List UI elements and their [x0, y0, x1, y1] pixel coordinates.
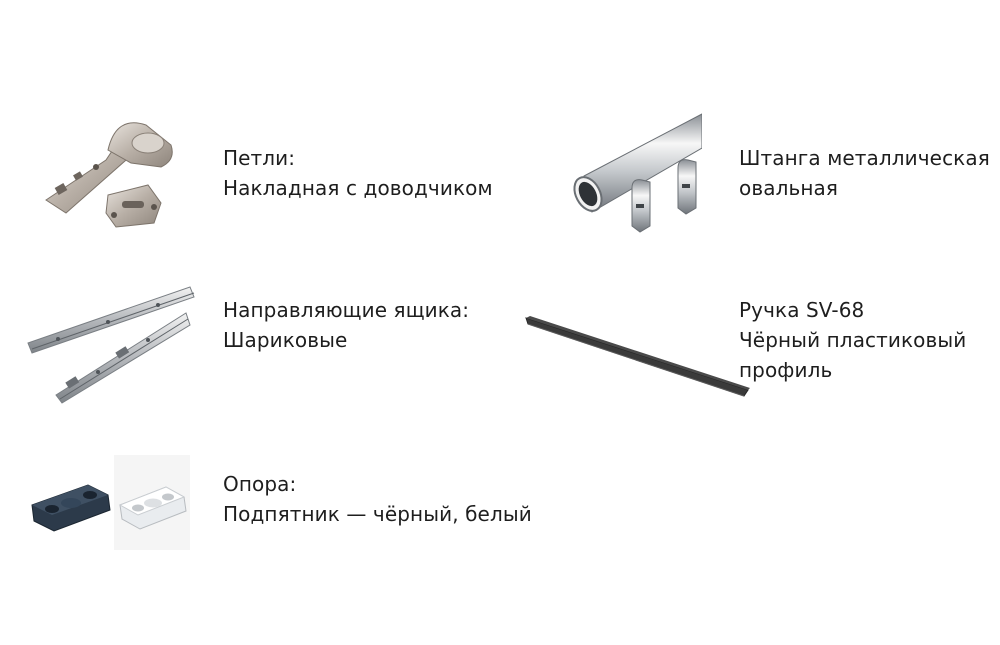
rod-title: Штанга металлическая: [739, 146, 990, 170]
drawer-slide-icon: [27, 286, 195, 404]
drawer-slide-text: Направляющие ящика: Шариковые: [223, 295, 469, 355]
cabinet-hinge-icon: [45, 122, 173, 228]
support-title: Опора:: [223, 472, 297, 496]
drawer-slide-title: Направляющие ящика:: [223, 298, 470, 322]
hinge-subtitle: Накладная с доводчиком: [223, 176, 493, 200]
handle-subtitle: Чёрный пластиковый: [739, 328, 967, 352]
profile-handle-icon: [525, 316, 750, 397]
support-subtitle: Подпятник — чёрный, белый: [223, 502, 532, 526]
handle-text: Ручка SV-68 Чёрный пластиковый профиль: [739, 295, 966, 385]
oval-wardrobe-rod-icon: [573, 113, 702, 233]
hinge-text: Петли: Накладная с доводчиком: [223, 143, 493, 203]
hinge-title: Петли:: [223, 146, 296, 170]
drawer-slide-subtitle: Шариковые: [223, 328, 348, 352]
rod-text: Штанга металлическая овальная: [739, 143, 990, 203]
handle-title: Ручка SV-68: [739, 298, 865, 322]
handle-subtitle-2: профиль: [739, 358, 833, 382]
support-text: Опора: Подпятник — чёрный, белый: [223, 469, 532, 529]
rod-subtitle: овальная: [739, 176, 839, 200]
furniture-glide-icon: [31, 455, 190, 550]
